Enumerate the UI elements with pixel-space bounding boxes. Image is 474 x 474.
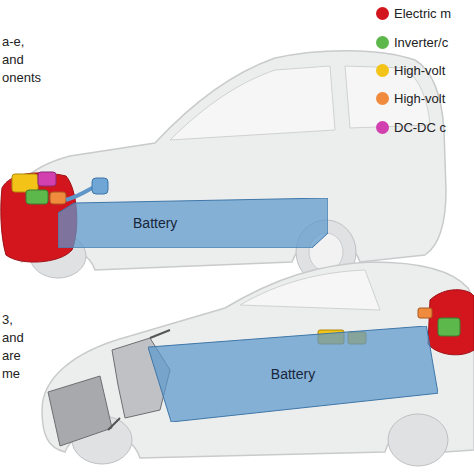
legend-swatch xyxy=(376,121,389,134)
dc-dc-converter xyxy=(38,172,56,186)
caption-fragment: a-e, xyxy=(2,34,24,49)
battery-label: Battery xyxy=(271,366,315,382)
electric-motor xyxy=(428,290,474,355)
battery-fill xyxy=(148,326,438,422)
battery-pack: Battery xyxy=(58,198,328,248)
legend-text: High-volt xyxy=(394,63,445,78)
battery-label: Battery xyxy=(133,215,177,231)
inverter xyxy=(438,318,460,336)
battery-shape xyxy=(58,198,328,248)
legend-text: Electric m xyxy=(394,6,451,21)
wheel xyxy=(388,414,448,466)
legend-swatch xyxy=(376,64,389,77)
caption-fragment: and xyxy=(2,330,24,345)
legend-text: Inverter/c xyxy=(394,35,448,50)
caption-fragment: are xyxy=(2,348,21,363)
hatchback-car xyxy=(1,51,446,284)
inverter xyxy=(26,190,48,204)
legend-swatch xyxy=(376,36,389,49)
hv-junction xyxy=(50,192,66,204)
caption-fragment: 3, xyxy=(2,312,13,327)
car-body xyxy=(8,51,446,270)
legend-text: High-volt xyxy=(394,91,445,106)
sedan-car xyxy=(42,262,474,466)
charge-port xyxy=(92,178,108,194)
window xyxy=(170,66,335,140)
window xyxy=(240,270,380,310)
caption-fragment: onents xyxy=(2,70,41,85)
front-trunk xyxy=(48,376,112,446)
caption-fragment: and xyxy=(2,52,24,67)
legend-swatch xyxy=(376,7,389,20)
hv-junction xyxy=(418,308,432,318)
legend-swatch xyxy=(376,92,389,105)
battery-pack: Battery xyxy=(148,326,438,422)
battery-fill xyxy=(58,198,328,248)
hv-component xyxy=(12,174,38,192)
legend-text: DC-DC c xyxy=(394,120,446,135)
caption-fragment: me xyxy=(2,366,20,381)
